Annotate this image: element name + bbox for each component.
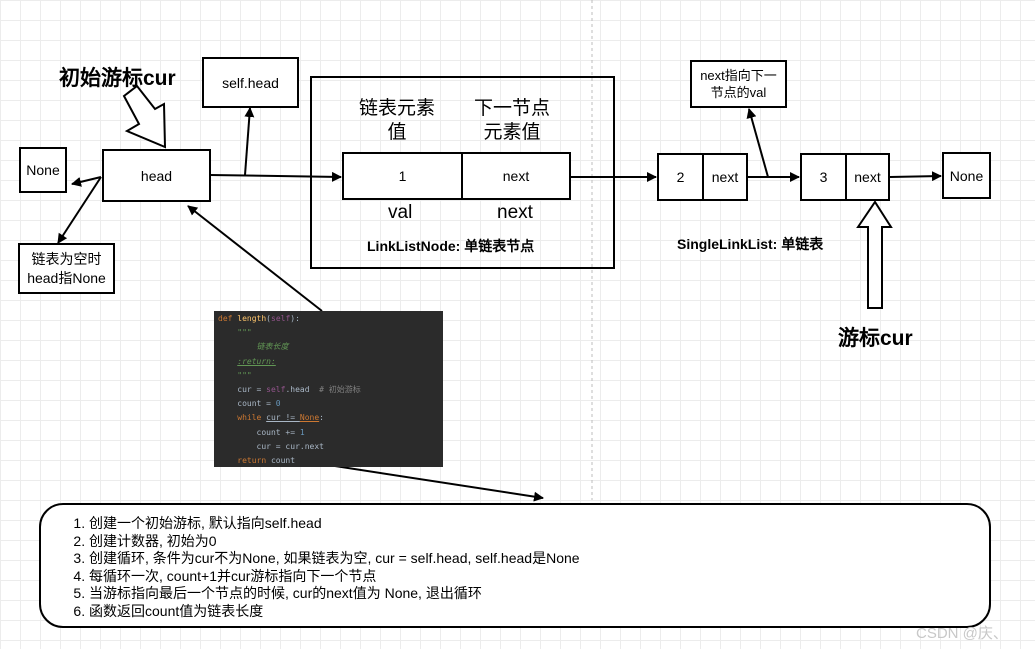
code-line: """	[237, 328, 252, 338]
val-below-label: val	[388, 202, 413, 223]
arrow-head-to-node1	[209, 171, 342, 182]
node2-val-cell: 2	[657, 153, 704, 201]
step-item: 创建计数器, 初始为0	[89, 533, 580, 551]
node1-val-cell: 1	[342, 152, 463, 200]
code-line: cur = self.head # 初始游标	[237, 384, 361, 394]
none-right-box: None	[942, 152, 991, 199]
node1-next-cell: next	[461, 152, 571, 200]
next-pointer-note: next指向下一 节点的val	[690, 60, 787, 108]
code-line: 链表长度	[256, 342, 289, 352]
link-list-node-frame	[310, 76, 615, 269]
arrow-head-to-none	[71, 176, 102, 187]
arrow-head-to-empty-note	[57, 176, 102, 244]
step-item: 创建一个初始游标, 默认指向self.head	[89, 515, 580, 533]
code-line: count = 0	[237, 399, 281, 409]
init-cur-label: 初始游标cur	[59, 67, 176, 90]
step-item: 当游标指向最后一个节点的时候, cur的next值为 None, 退出循环	[89, 585, 580, 603]
watermark: CSDN @庆、	[916, 625, 1008, 642]
step-item: 函数返回count值为链表长度	[89, 603, 580, 621]
empty-list-note: 链表为空时 head指None	[18, 243, 115, 294]
arrow-node3-to-none	[889, 171, 942, 182]
code-line: cur = cur.next	[256, 441, 324, 451]
next-below-label: next	[497, 202, 533, 223]
init-cur-hollow-arrow	[122, 84, 167, 149]
arrow-to-self-head	[244, 107, 255, 176]
step-item: 每循环一次, count+1并cur游标指向下一个节点	[89, 568, 580, 586]
arrow-code-to-notes	[334, 465, 544, 502]
step-item: 创建循环, 条件为cur不为None, 如果链表为空, cur = self.h…	[89, 550, 580, 568]
cur-hollow-arrow	[856, 200, 893, 309]
code-snippet: def length(self): """ 链表长度 :return: """ …	[214, 311, 443, 467]
code-line: return count	[237, 455, 296, 465]
code-line: :return:	[237, 356, 276, 366]
code-line: while cur != None:	[237, 413, 324, 423]
steps-note-box: 创建一个初始游标, 默认指向self.head 创建计数器, 初始为0 创建循环…	[39, 503, 991, 628]
node3-val-cell: 3	[800, 153, 847, 201]
none-left-box: None	[19, 147, 67, 193]
arrow-code-to-head	[187, 205, 323, 312]
next-header-label: 下一节点 元素值	[473, 98, 550, 143]
list-caption: SingleLinkList: 单链表	[677, 236, 824, 252]
code-line: """	[237, 370, 252, 380]
code-line: def length(self):	[218, 314, 300, 323]
node2-next-cell: next	[702, 153, 748, 201]
steps-list: 创建一个初始游标, 默认指向self.head 创建计数器, 初始为0 创建循环…	[41, 515, 580, 621]
node3-next-cell: next	[845, 153, 890, 201]
self-head-box: self.head	[202, 57, 299, 108]
head-box: head	[102, 149, 211, 202]
arrow-to-next-note	[746, 108, 769, 178]
cur-label: 游标cur	[838, 327, 913, 350]
code-line: count += 1	[256, 427, 305, 437]
node-caption: LinkListNode: 单链表节点	[367, 238, 535, 254]
val-header-label: 链表元素 值	[358, 98, 435, 143]
